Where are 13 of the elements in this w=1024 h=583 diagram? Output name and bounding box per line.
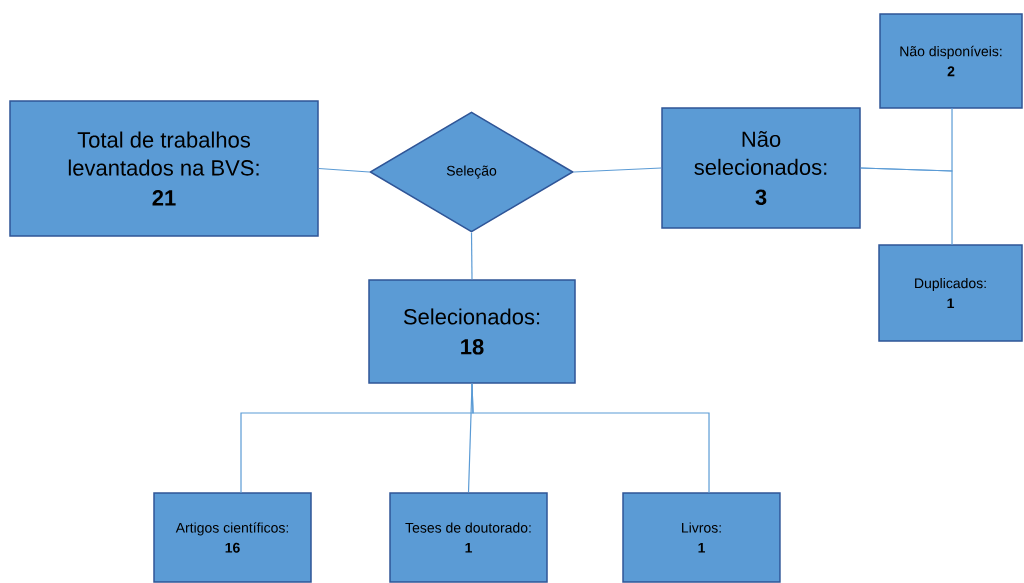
process-box: Livros: 1 (622, 492, 781, 583)
process-box: Teses de doutorado: 1 (389, 492, 548, 583)
connector-line (470, 232, 473, 280)
process-box: Artigos científicos: 16 (153, 492, 312, 583)
process-box: Total de trabalhos levantados na BVS: 21 (9, 100, 319, 237)
process-box: Duplicados: 1 (878, 244, 1023, 342)
process-box: Selecionados: 18 (368, 279, 576, 384)
connector-line (573, 167, 662, 173)
process-box: Não disponíveis: 2 (879, 13, 1023, 109)
connector-line (471, 383, 710, 494)
connector-line (860, 167, 953, 246)
connector-line (318, 167, 370, 173)
process-box: Não selecionados: 3 (661, 107, 861, 229)
